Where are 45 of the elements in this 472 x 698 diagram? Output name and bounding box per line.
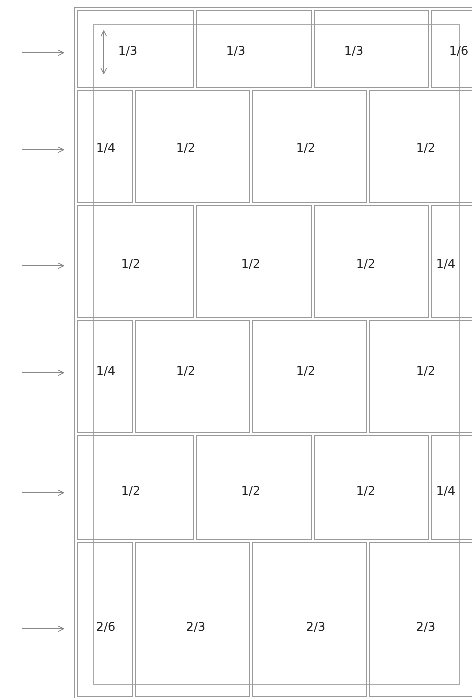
fraction-label: 1/4: [96, 364, 116, 378]
fraction-label: 1/3: [344, 44, 364, 58]
fraction-label: 1/2: [416, 364, 436, 378]
fraction-label: 1/2: [121, 484, 141, 498]
fraction-label: 2/3: [306, 620, 326, 634]
fraction-label: 1/2: [241, 257, 261, 271]
tile: [314, 205, 429, 318]
fraction-label: 2/3: [416, 620, 436, 634]
fraction-label: 1/2: [416, 141, 436, 155]
fraction-label: 1/2: [356, 484, 376, 498]
tile: [369, 90, 472, 203]
tile: [369, 542, 472, 697]
tile: [196, 10, 312, 88]
fraction-label: 1/3: [118, 44, 138, 58]
tile: [252, 542, 367, 697]
tile: [77, 90, 133, 203]
tile: [135, 90, 250, 203]
tile: [77, 205, 194, 318]
fraction-label: 1/4: [96, 141, 116, 155]
fraction-label: 1/2: [356, 257, 376, 271]
tile: [196, 205, 312, 318]
fraction-label: 1/3: [226, 44, 246, 58]
tile: [77, 10, 194, 88]
tile: [314, 435, 429, 540]
tile: [77, 542, 133, 697]
fraction-label: 1/2: [176, 141, 196, 155]
fraction-label: 1/6: [449, 44, 469, 58]
tile: [77, 435, 194, 540]
tile: [77, 320, 133, 433]
tile: [135, 542, 250, 697]
tile: [369, 320, 472, 433]
tile: [252, 90, 367, 203]
fraction-label: 1/4: [436, 484, 456, 498]
tile: [314, 10, 429, 88]
tile: [196, 435, 312, 540]
fraction-label: 2/3: [186, 620, 206, 634]
fraction-label: 1/4: [436, 257, 456, 271]
tile: [252, 320, 367, 433]
fraction-label: 2/6: [96, 620, 116, 634]
fraction-label: 1/2: [296, 141, 316, 155]
tile: [135, 320, 250, 433]
fraction-label: 1/2: [241, 484, 261, 498]
fraction-label: 1/2: [176, 364, 196, 378]
fraction-label: 1/2: [121, 257, 141, 271]
fraction-label: 1/2: [296, 364, 316, 378]
